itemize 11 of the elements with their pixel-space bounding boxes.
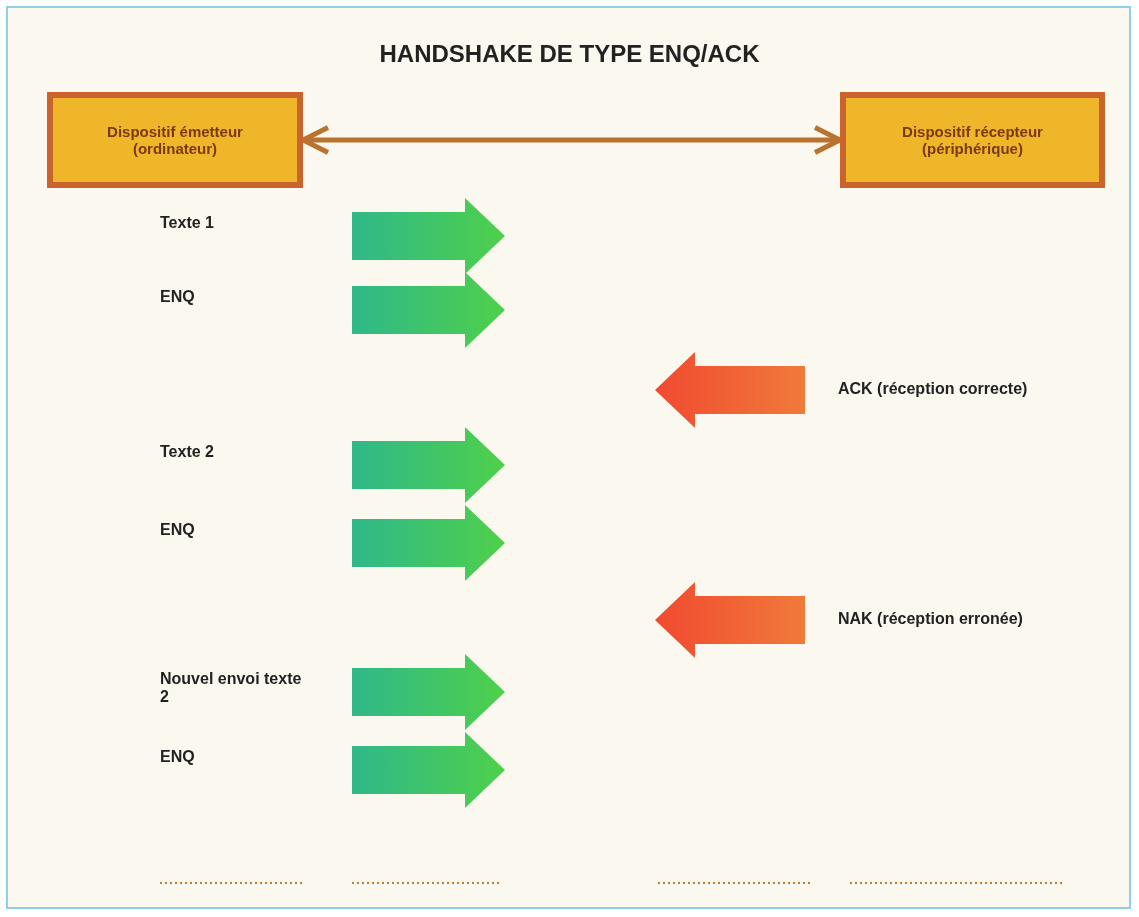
message-label: ENQ — [160, 748, 196, 766]
diagram-title: HANDSHAKE DE TYPE ENQ/ACK — [378, 40, 761, 68]
message-label: ENQ — [160, 288, 196, 306]
device-box: Dispositif récepteur (périphérique) — [840, 92, 1105, 188]
message-label: ACK (réception correcte) — [838, 380, 1028, 398]
message-label: Texte 2 — [160, 443, 215, 461]
message-label: Texte 1 — [160, 214, 215, 232]
message-label: ENQ — [160, 521, 196, 539]
message-label: Nouvel envoi texte 2 — [160, 670, 303, 706]
device-box: Dispositif émetteur (ordinateur) — [47, 92, 303, 188]
message-label: NAK (réception erronée) — [838, 610, 1023, 628]
